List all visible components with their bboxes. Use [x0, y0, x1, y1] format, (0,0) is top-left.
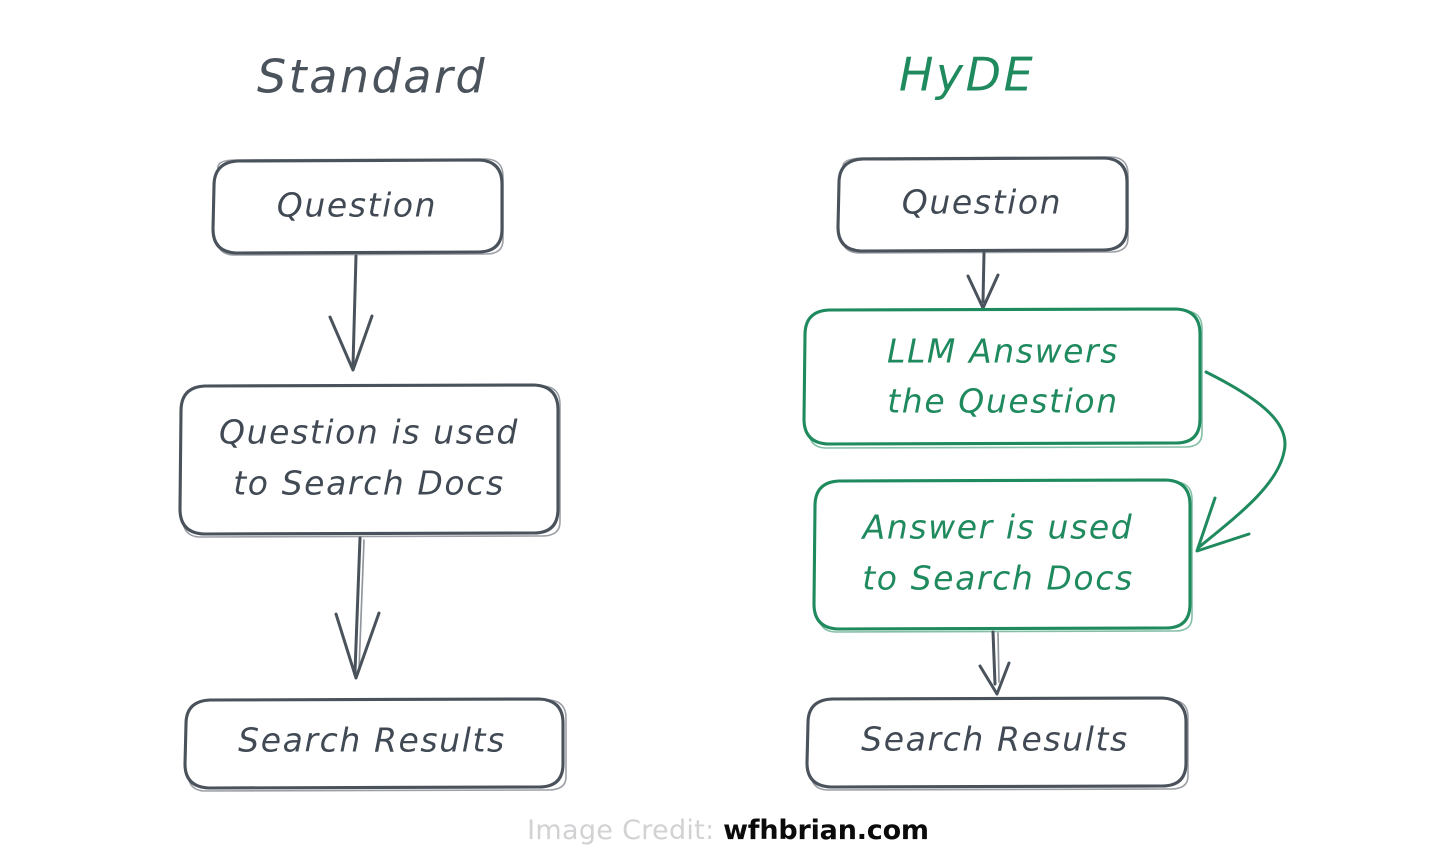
node-label-line-1: Answer is used — [861, 508, 1134, 547]
arrow-shaft — [353, 536, 362, 674]
column-standard: Standard Question Question is used to Se… — [178, 50, 567, 792]
image-credit: Image Credit: wfhbrian.com — [0, 812, 1456, 850]
node-box — [802, 307, 1202, 446]
node-label-line-2: to Search Docs — [862, 559, 1134, 598]
connector-standard-question-to-search-docs — [328, 254, 374, 372]
node-box — [805, 696, 1188, 789]
node-hyde-question[interactable]: Question — [836, 156, 1129, 254]
node-box-sketch-underlay — [216, 158, 504, 256]
node-label-line-2: the Question — [887, 382, 1118, 421]
connector-standard-search-docs-to-results — [334, 536, 381, 680]
node-label-line-2: to Search Docs — [233, 464, 505, 503]
column-title-hyde: HyDE — [899, 48, 1035, 102]
arrow-head — [966, 273, 1000, 310]
arrow-head — [328, 314, 374, 372]
arrow-head — [1195, 496, 1251, 553]
node-label-line-1: Question is used — [219, 413, 519, 452]
column-hyde: HyDE Question LLM Answers the Question — [802, 48, 1287, 791]
connector-hyde-answer-search-to-results — [978, 630, 1011, 696]
arrow-head — [978, 661, 1011, 696]
connector-hyde-question-to-llm — [966, 251, 1000, 310]
arrow-shaft-secondary — [997, 632, 1000, 683]
arrow-shaft — [991, 630, 997, 686]
connector-hyde-llm-to-answer-search — [1195, 370, 1287, 553]
node-box — [211, 158, 504, 255]
node-label-line-1: LLM Answers — [887, 332, 1119, 371]
arrow-shaft-secondary — [358, 539, 365, 671]
node-hyde-search-results[interactable]: Search Results — [805, 696, 1189, 791]
arrow-head — [334, 611, 381, 680]
image-credit-prefix: Image Credit: — [527, 815, 715, 846]
arrow-shaft — [351, 254, 358, 367]
node-standard-search-results[interactable]: Search Results — [183, 697, 567, 792]
node-label: Search Results — [238, 721, 506, 760]
arrow-curve — [1196, 370, 1287, 550]
node-hyde-llm-answers[interactable]: LLM Answers the Question — [802, 307, 1203, 449]
node-box — [183, 697, 565, 790]
node-label: Question — [902, 183, 1062, 222]
node-box — [178, 383, 560, 536]
node-label: Search Results — [861, 720, 1129, 759]
node-box — [836, 156, 1129, 253]
node-standard-search-docs[interactable]: Question is used to Search Docs — [178, 383, 561, 538]
node-standard-question[interactable]: Question — [211, 158, 504, 256]
node-label: Question — [277, 186, 437, 225]
node-hyde-answer-search-docs[interactable]: Answer is used to Search Docs — [812, 478, 1193, 633]
arrow-shaft — [981, 251, 986, 304]
column-title-standard: Standard — [257, 50, 487, 104]
node-box — [812, 478, 1192, 631]
image-credit-source: wfhbrian.com — [723, 815, 929, 846]
